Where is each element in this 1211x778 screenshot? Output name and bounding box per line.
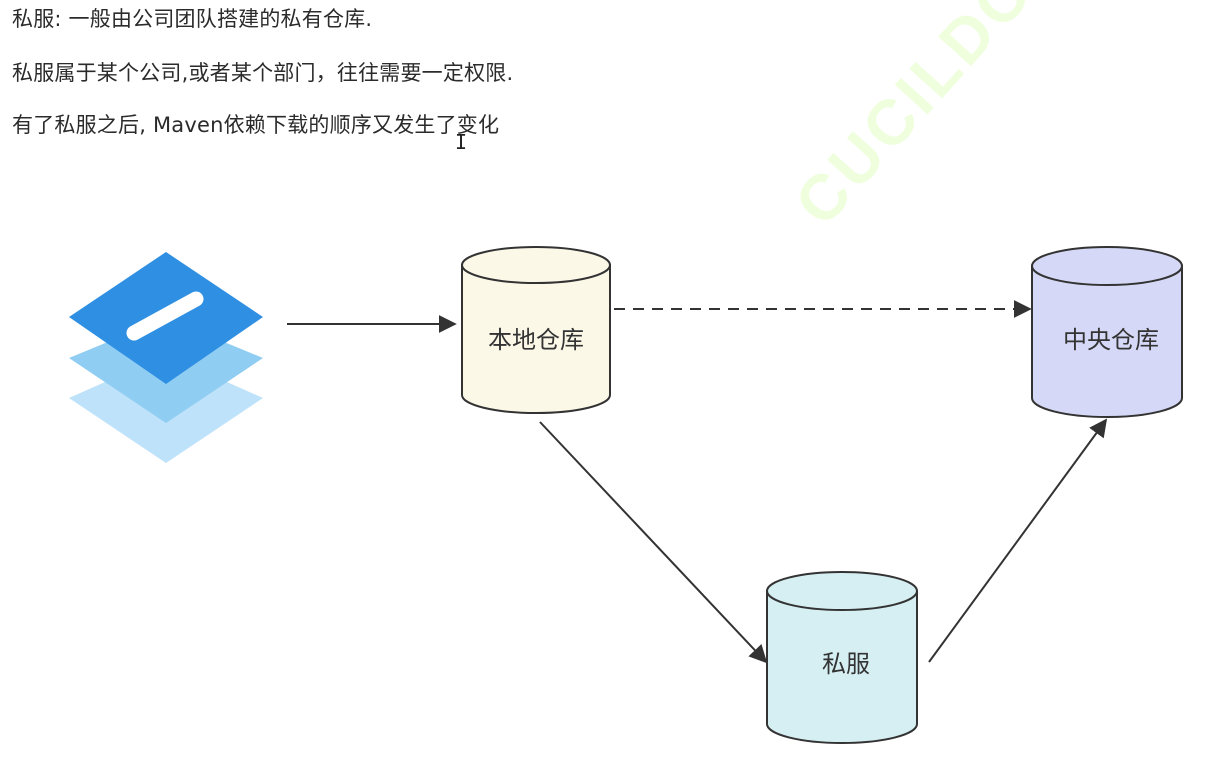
text-line-2: 私服属于某个公司,或者某个部门，往往需要一定权限.: [12, 61, 514, 85]
private-server-node: 私服: [766, 571, 918, 744]
edge-private-to-central: [928, 418, 1108, 663]
private-server-label: 私服: [822, 650, 870, 678]
text-line-1: 私服: 一般由公司团队搭建的私有仓库.: [12, 7, 373, 31]
edge-local-to-private: [539, 421, 768, 664]
local-repository-label: 本地仓库: [488, 326, 584, 354]
local-repository-node: 本地仓库: [461, 246, 611, 414]
layers-icon: [69, 252, 263, 463]
text-cursor-icon: I: [455, 130, 468, 154]
central-repository-label: 中央仓库: [1063, 326, 1159, 354]
central-repository-node: 中央仓库: [1031, 246, 1183, 418]
text-line-3: 有了私服之后, Maven依赖下载的顺序又发生了变化: [12, 113, 500, 137]
